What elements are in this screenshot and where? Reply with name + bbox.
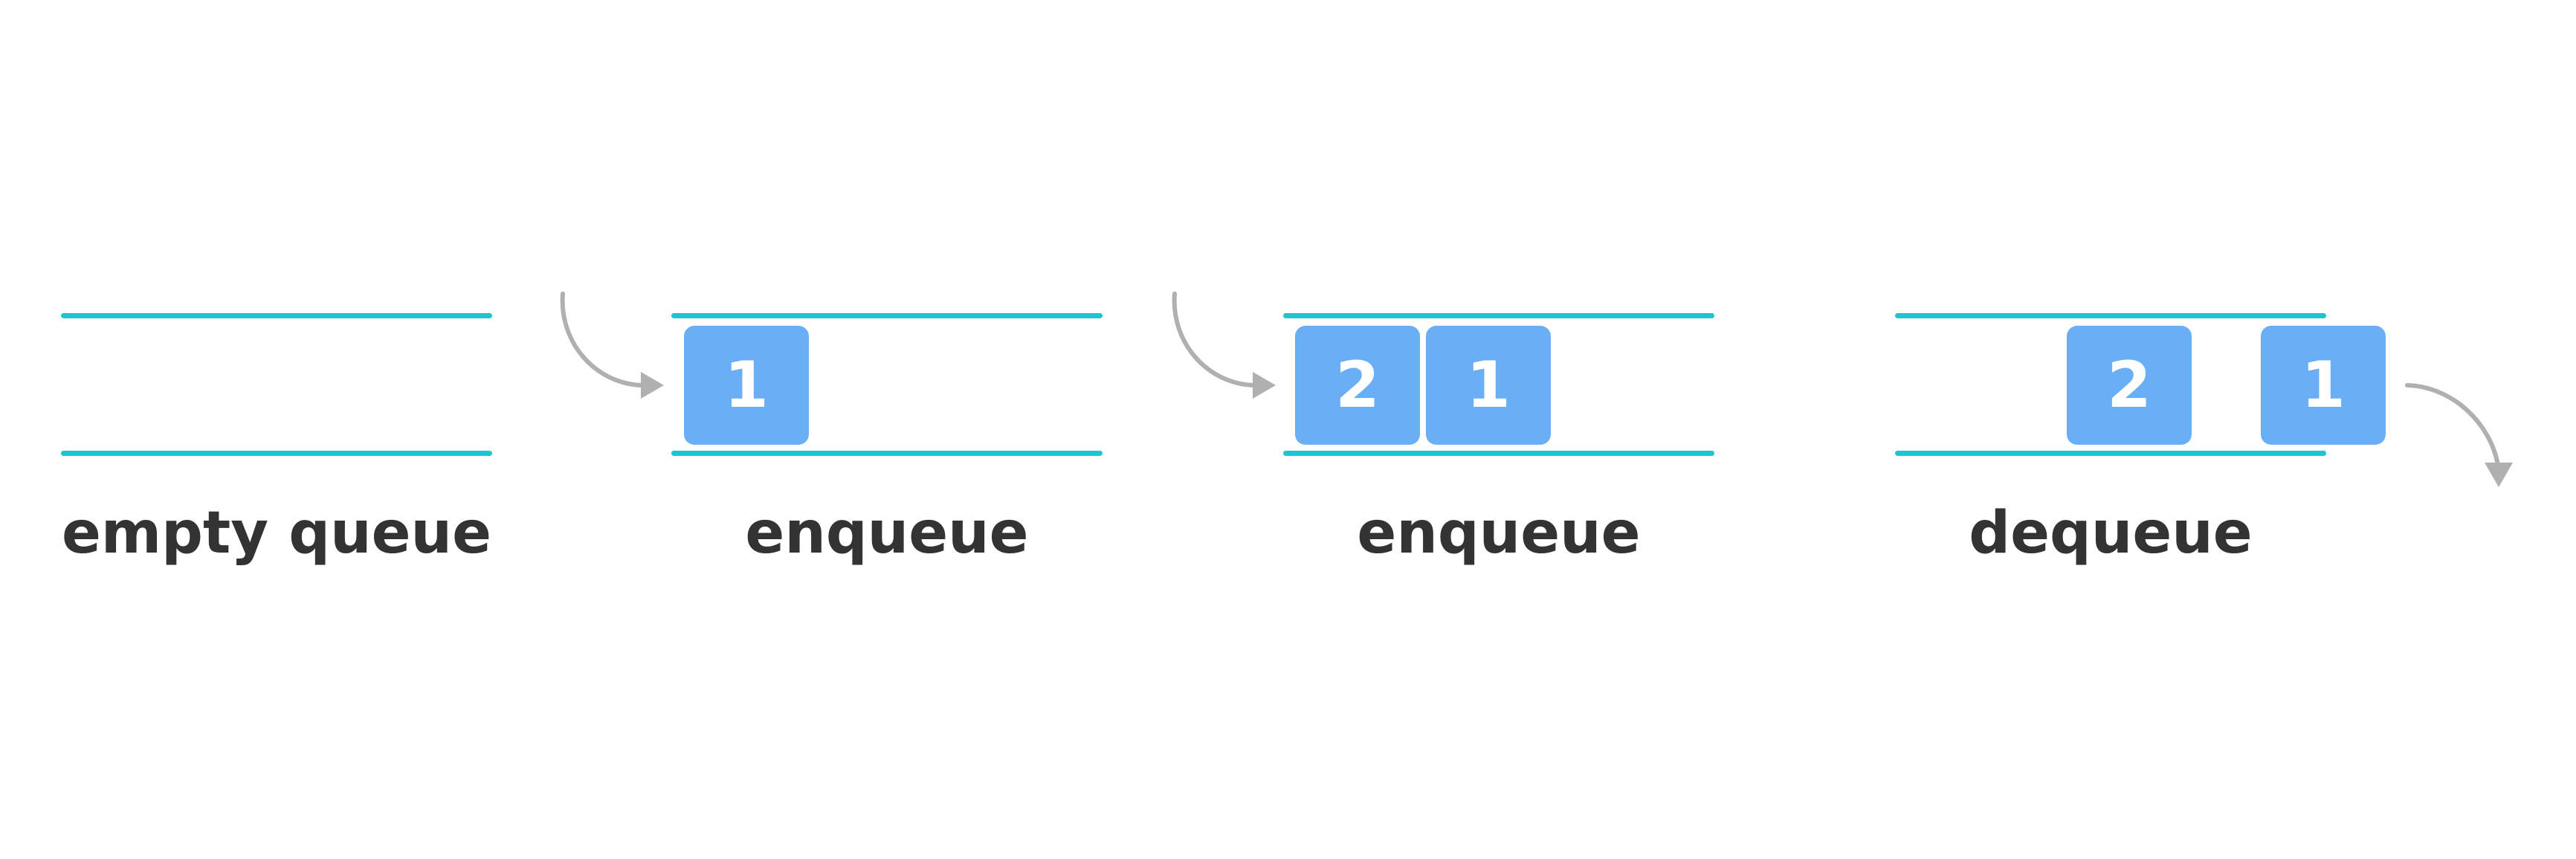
queue-top-rail — [1283, 313, 1714, 318]
queue-bottom-rail — [61, 451, 492, 456]
queue-item: 1 — [1426, 326, 1551, 445]
queue-item: 2 — [2067, 326, 2192, 445]
queue-bottom-rail — [1895, 451, 2326, 456]
enqueue-arrow-icon — [1172, 292, 1276, 399]
dequeue-arrow-icon — [2405, 383, 2513, 487]
panel-caption: empty queue — [62, 500, 491, 567]
queue-top-rail — [61, 313, 492, 318]
queue-top-rail — [1895, 313, 2326, 318]
queue-item: 1 — [684, 326, 809, 445]
queue-bottom-rail — [1283, 451, 1714, 456]
queue-top-rail — [671, 313, 1103, 318]
panel-caption: dequeue — [1969, 500, 2253, 567]
panel-caption: enqueue — [745, 500, 1029, 567]
dequeued-item: 1 — [2261, 326, 2386, 445]
panel-caption: enqueue — [1357, 500, 1641, 567]
queue-bottom-rail — [671, 451, 1103, 456]
enqueue-arrow-icon — [560, 292, 664, 399]
queue-item: 2 — [1295, 326, 1420, 445]
